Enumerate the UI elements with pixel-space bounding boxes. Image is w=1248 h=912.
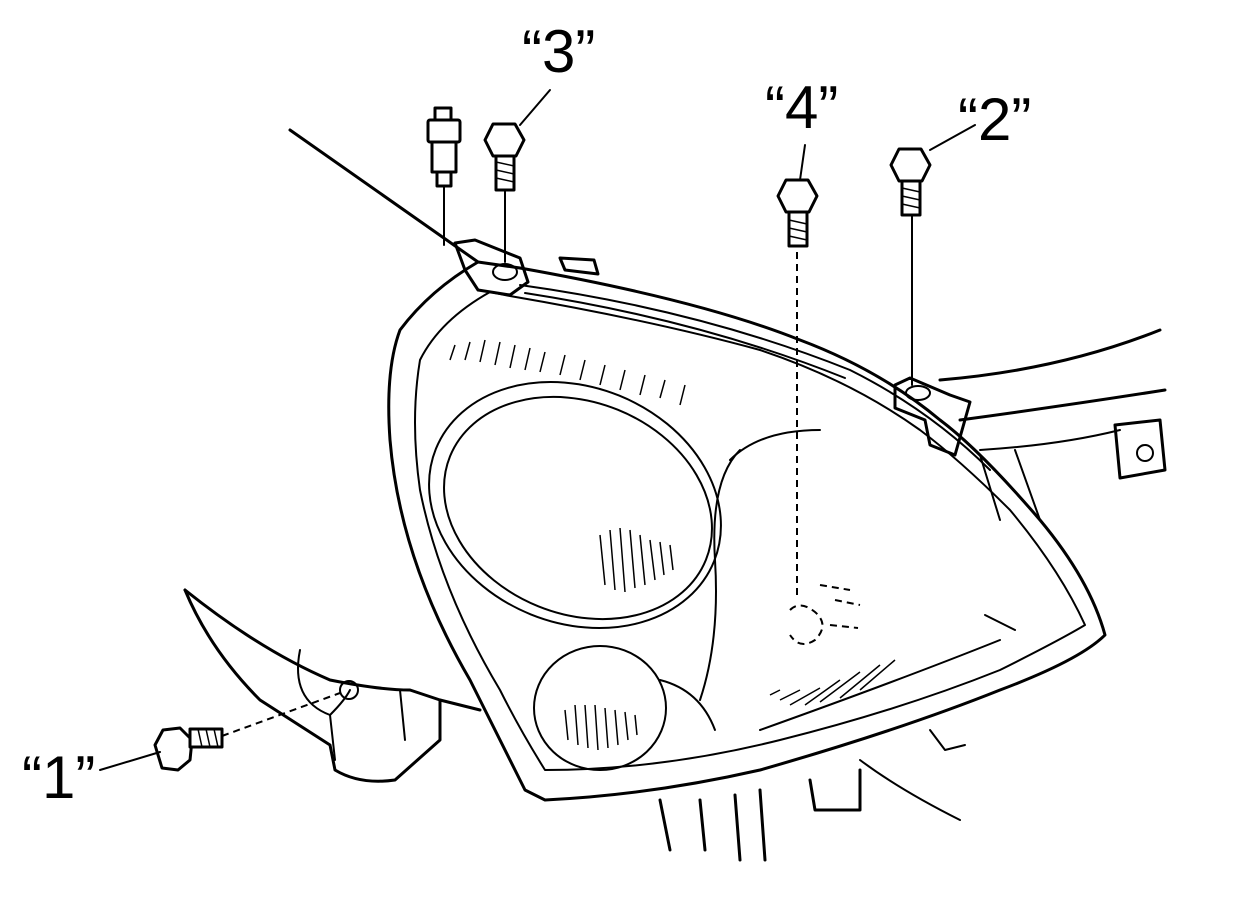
callout-label-4: “4”	[765, 74, 838, 141]
mounting-brackets	[453, 238, 972, 457]
callout-label-1: “1”	[22, 744, 95, 811]
bumper-fascia	[183, 588, 966, 862]
callout-leaders	[99, 89, 976, 771]
bolt-3	[483, 122, 526, 192]
bolt-4	[776, 178, 819, 248]
clip-fastener	[426, 106, 462, 188]
callout-label-3: “3”	[522, 18, 595, 85]
bolt-2	[889, 147, 932, 217]
lens-hatching	[449, 339, 896, 751]
alignment-lines	[221, 184, 913, 737]
bolt-1	[153, 726, 224, 772]
vehicle-body-outline	[288, 128, 1167, 521]
callout-label-2: “2”	[958, 86, 1031, 153]
headlamp-assembly	[387, 260, 1107, 802]
bolt-4-hole-hidden	[789, 584, 861, 645]
